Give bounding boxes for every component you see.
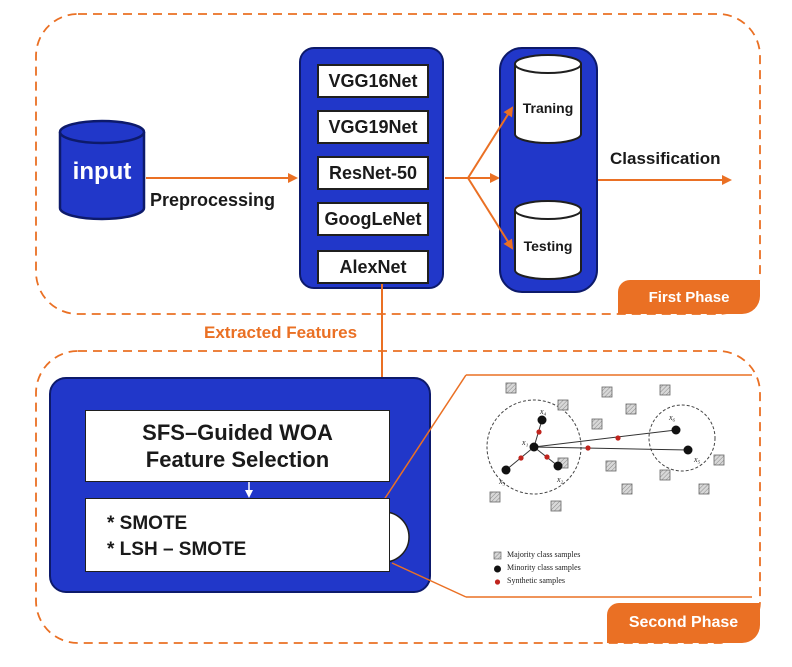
testing-arrow: [467, 177, 514, 250]
zoom-line-bottom: [391, 562, 467, 598]
first-phase-container: [35, 13, 761, 315]
training-arrow: [467, 106, 514, 179]
smote-illustration: x₄ x₁ x₃ x₂ x₆ x₅: [486, 382, 725, 585]
feature-selection-box: SFS–Guided WOA Feature Selection: [85, 410, 390, 482]
legend-synthetic: Synthetic samples: [507, 576, 565, 585]
model-box-resnet50: ResNet-50: [317, 156, 429, 190]
first-phase-badge: First Phase: [618, 280, 760, 314]
svg-text:x₅: x₅: [693, 455, 701, 464]
extracted-features-label: Extracted Features: [204, 323, 358, 342]
legend-majority-label: Majority class samples: [507, 550, 581, 559]
svg-text:x₁: x₁: [521, 438, 529, 447]
input-database-icon: [58, 119, 146, 221]
zoom-line-top: [375, 374, 467, 513]
second-phase-badge: Second Phase: [607, 603, 760, 643]
model-box-alexnet: AlexNet: [317, 250, 429, 284]
preprocessing-label: Preprocessing: [150, 190, 276, 210]
testing-label: Testing: [523, 238, 573, 254]
legend-majority: Majority class samples: [507, 550, 580, 559]
smote-box: * SMOTE * LSH – SMOTE: [85, 498, 390, 572]
input-label: input: [72, 158, 132, 185]
svg-text:x₃: x₃: [498, 477, 506, 486]
legend-synthetic-label: Synthetic samples: [507, 576, 565, 585]
second-phase-container: [35, 350, 761, 644]
feature-selection-title: SFS–Guided WOA: [142, 420, 333, 445]
legend-minority: Minority class samples: [507, 563, 581, 572]
training-label: Traning: [522, 100, 574, 116]
svg-text:x₆: x₆: [668, 413, 676, 422]
model-box-vgg19: VGG19Net: [317, 110, 429, 144]
testing-database-icon: [514, 200, 582, 280]
smote-item: * SMOTE: [107, 513, 188, 534]
lsh-smote-item: * LSH – SMOTE: [107, 539, 247, 560]
model-box-googlenet: GoogLeNet: [317, 202, 429, 236]
model-box-vgg16: VGG16Net: [317, 64, 429, 98]
legend-minority-label: Minority class samples: [507, 563, 581, 572]
classification-label: Classification: [610, 149, 721, 168]
svg-text:x₂: x₂: [556, 475, 564, 484]
svg-text:x₄: x₄: [539, 407, 547, 416]
feature-selection-subtitle: Feature Selection: [145, 447, 330, 472]
training-database-icon: [514, 54, 582, 144]
